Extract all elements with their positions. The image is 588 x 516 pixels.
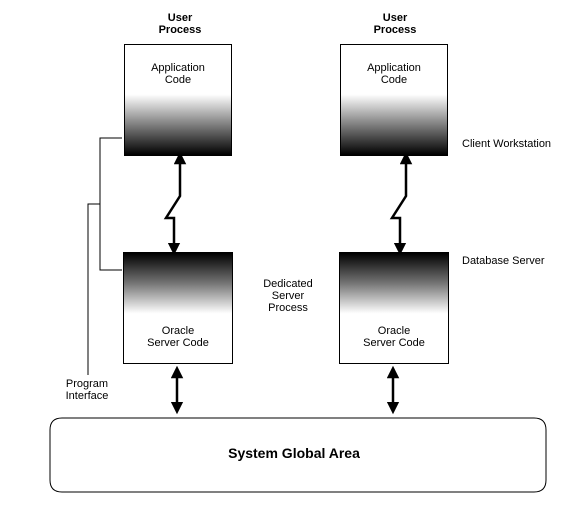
database-server-label: Database Server bbox=[462, 255, 545, 267]
program-interface-bracket bbox=[99, 137, 122, 271]
network-link-right bbox=[389, 151, 413, 256]
network-link-left bbox=[163, 151, 187, 256]
oracle-server-code-label-right: Oracle Server Code bbox=[363, 325, 425, 349]
oracle-server-code-label-left: Oracle Server Code bbox=[147, 325, 209, 349]
client-workstation-label: Client Workstation bbox=[462, 138, 552, 150]
user-process-header-left: User Process bbox=[158, 12, 202, 36]
user-process-header-right: User Process bbox=[373, 12, 417, 36]
program-interface-label: Program Interface bbox=[65, 378, 109, 402]
system-global-area-label: System Global Area bbox=[228, 445, 360, 461]
application-code-box-right: Application Code bbox=[340, 44, 448, 156]
application-code-label-right: Application Code bbox=[367, 62, 421, 86]
application-code-label-left: Application Code bbox=[151, 62, 205, 86]
program-interface-leader bbox=[87, 203, 100, 375]
dedicated-server-process-label: Dedicated Server Process bbox=[263, 278, 313, 314]
oracle-server-code-box-left: Oracle Server Code bbox=[123, 252, 233, 364]
oracle-server-code-box-right: Oracle Server Code bbox=[339, 252, 449, 364]
sga-shape bbox=[49, 417, 547, 493]
application-code-box-left: Application Code bbox=[124, 44, 232, 156]
